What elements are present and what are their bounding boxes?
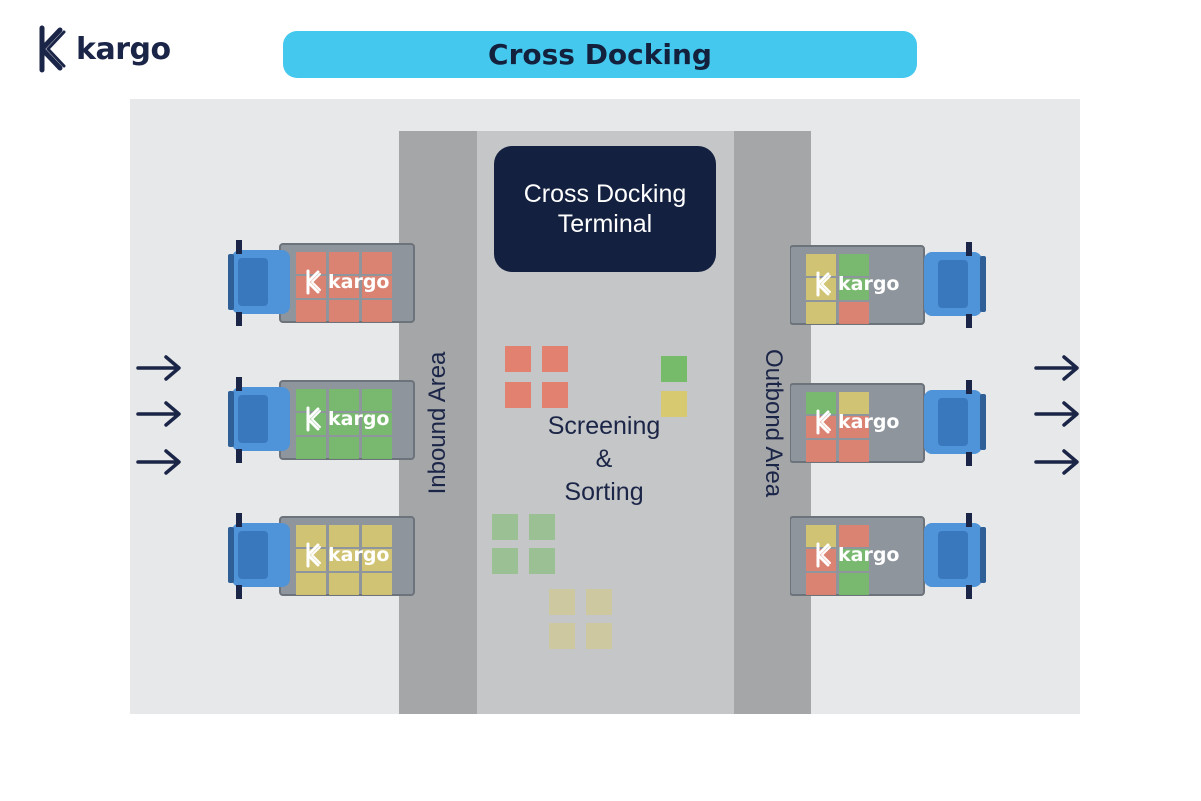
title-banner: Cross Docking [283,31,917,78]
truck-kargo-logo: kargo [304,268,389,296]
cargo-box [492,514,518,540]
truck-label: kargo [328,271,390,293]
cargo-box [542,346,568,372]
screening-line1: Screening [547,412,661,440]
terminal-label-line2: Terminal [557,210,653,238]
truck-icon: kargo [789,242,990,338]
cargo-box [661,356,687,382]
cargo-box [529,548,555,574]
arrow-right-icon [136,355,181,381]
cargo-box [542,382,568,408]
inbound-area-label: Inbound Area [424,351,451,494]
logo-wordmark: kargo [76,31,171,67]
truck-icon: kargo [789,380,990,476]
truck-label: kargo [328,544,390,566]
truck-icon: kargo [789,513,990,609]
truck-label: kargo [328,408,390,430]
truck-kargo-logo: kargo [814,541,899,569]
truck-icon: kargo [228,240,428,336]
kargo-k-icon [39,25,66,73]
truck-icon: kargo [228,513,428,609]
cargo-box [505,346,531,372]
outbound-area-label: Outbond Area [759,348,787,497]
truck-label: kargo [838,544,900,566]
arrow-right-icon [136,401,181,427]
screening-line2: & [595,445,613,473]
page-title: Cross Docking [488,38,712,71]
cargo-box [586,623,612,649]
arrow-right-icon [1034,355,1079,381]
cargo-box [529,514,555,540]
truck-kargo-logo: kargo [814,408,899,436]
truck-icon: kargo [228,377,428,473]
arrow-right-icon [1034,401,1079,427]
cargo-box [586,589,612,615]
cargo-box [549,623,575,649]
screening-sorting-label: Screening & Sorting [534,410,674,509]
cargo-box [505,382,531,408]
truck-kargo-logo: kargo [814,270,899,298]
cargo-box [549,589,575,615]
cargo-box [661,391,687,417]
arrow-right-icon [136,449,181,475]
truck-kargo-logo: kargo [304,541,389,569]
truck-kargo-logo: kargo [304,405,389,433]
terminal-label-line1: Cross Docking [523,180,687,208]
truck-label: kargo [838,411,900,433]
truck-label: kargo [838,273,900,295]
kargo-logo: kargo [34,24,171,74]
cargo-box [492,548,518,574]
arrow-right-icon [1034,449,1079,475]
screening-line3: Sorting [564,478,644,506]
cross-docking-terminal: Cross Docking Terminal [494,146,716,272]
